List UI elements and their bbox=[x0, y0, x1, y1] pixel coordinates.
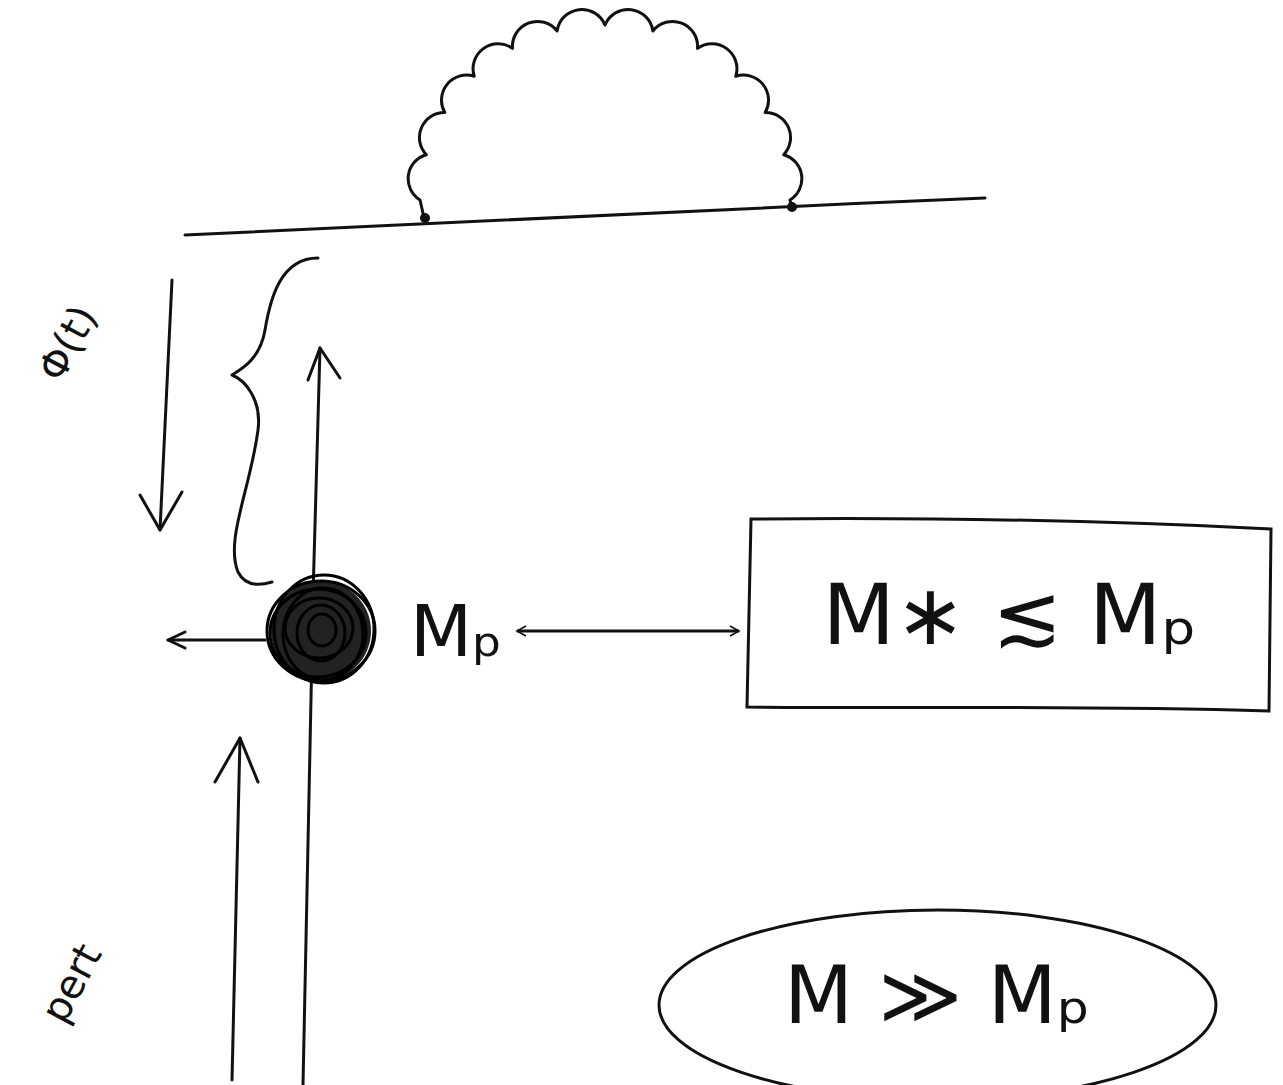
particle-line bbox=[185, 198, 985, 235]
mass-blob: Mₚ bbox=[262, 572, 511, 690]
left-arrow bbox=[168, 639, 265, 642]
perturbation-label: pert bbox=[31, 936, 110, 1030]
field-label: Φ(t) bbox=[28, 298, 105, 389]
vertical-line bbox=[303, 348, 320, 1085]
down-arrow bbox=[160, 280, 172, 530]
up-arrowhead bbox=[215, 738, 258, 782]
condition-box: M∗ ≲ Mₚ bbox=[745, 515, 1275, 715]
curly-brace bbox=[232, 258, 318, 584]
up-arrow bbox=[232, 738, 240, 1080]
loop-cloud bbox=[408, 9, 802, 222]
vertex-dot bbox=[420, 213, 430, 223]
box-border bbox=[747, 518, 1271, 711]
mass-label: Mₚ bbox=[410, 589, 511, 673]
ellipse-border bbox=[659, 910, 1216, 1085]
blob-scribble bbox=[285, 598, 353, 658]
double-arrow bbox=[517, 630, 739, 633]
vertical-arrowhead bbox=[308, 348, 340, 380]
blob-scribble bbox=[297, 605, 345, 661]
vertex-dot bbox=[787, 202, 797, 212]
blob-scribble bbox=[308, 614, 336, 646]
down-arrowhead bbox=[140, 492, 182, 530]
box-formula: M∗ ≲ Mₚ bbox=[822, 566, 1197, 664]
left-arrowhead bbox=[168, 632, 185, 648]
scribble-blob bbox=[262, 572, 380, 690]
regime-ellipse: M ≫ Mₚ bbox=[655, 900, 1220, 1085]
ellipse-formula: M ≫ Mₚ bbox=[784, 949, 1091, 1042]
blob-scribble bbox=[283, 588, 363, 680]
